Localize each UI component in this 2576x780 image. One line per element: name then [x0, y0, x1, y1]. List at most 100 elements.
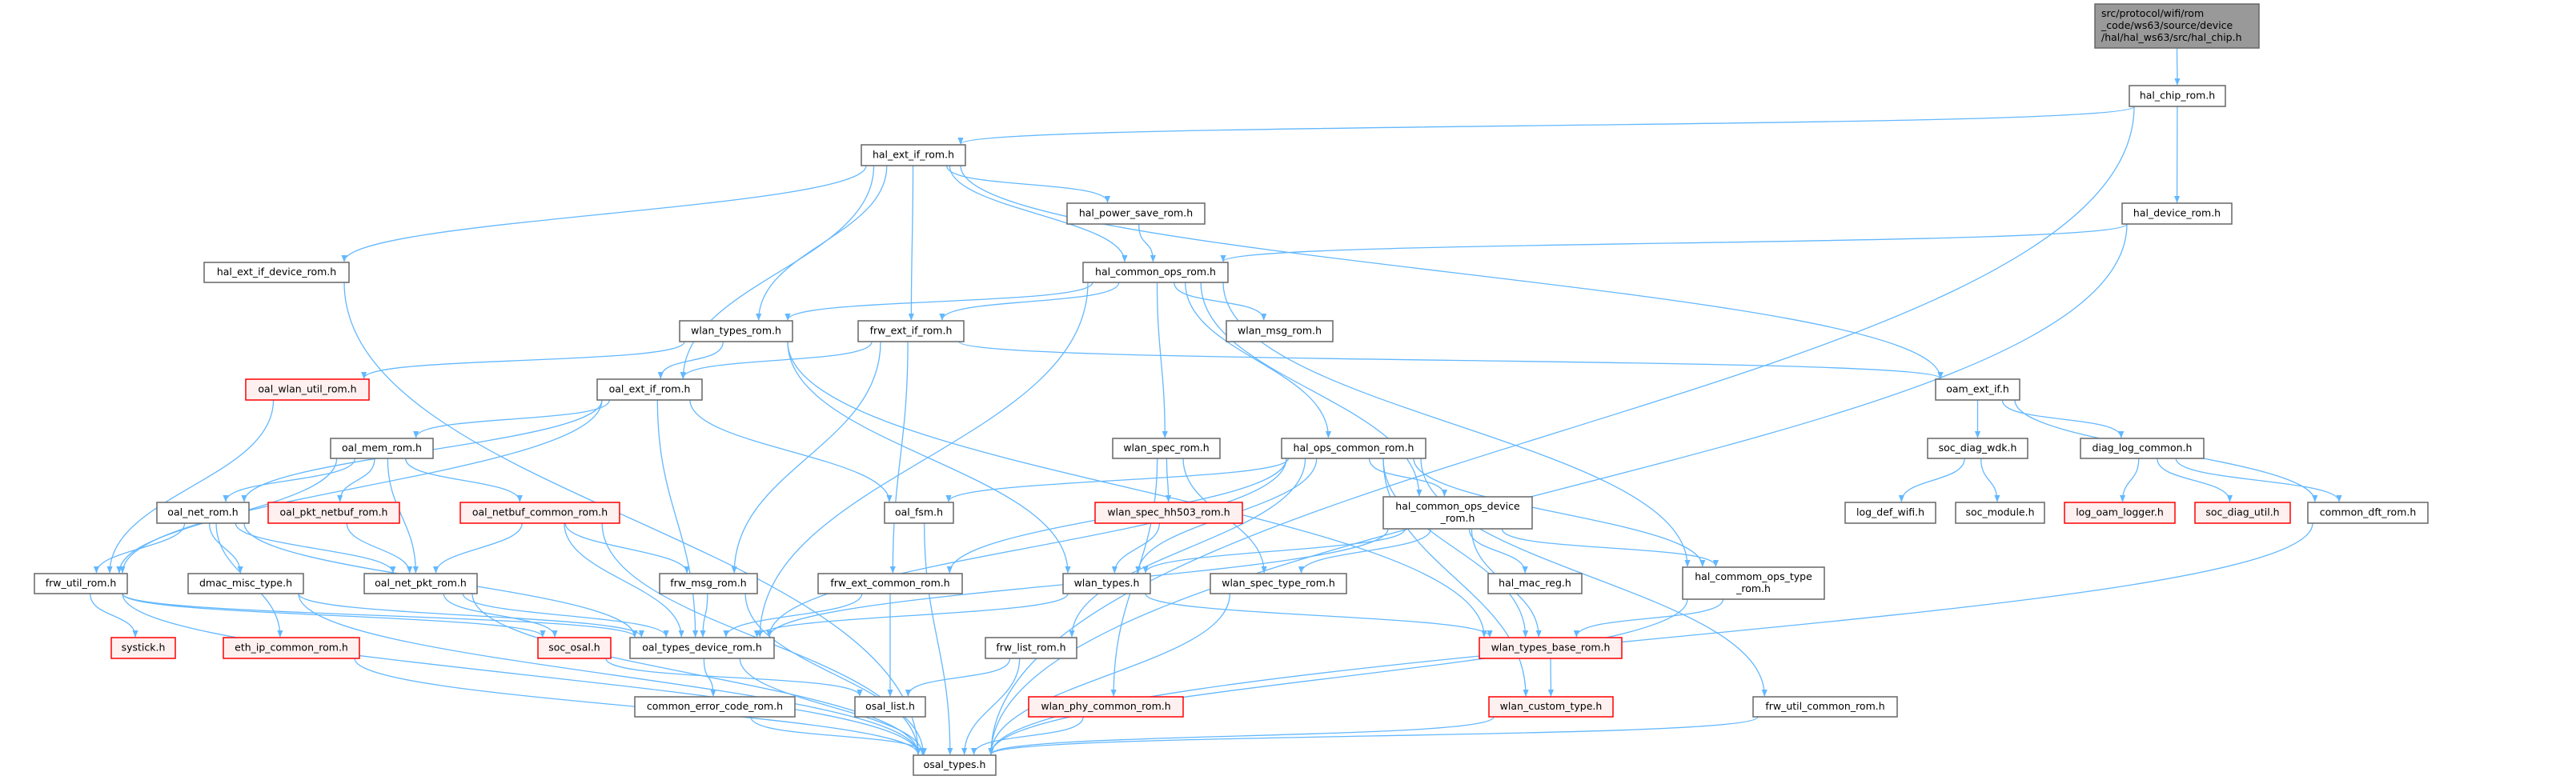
edge-oal_netbuf_common_rom-to-oal_net_pkt_rom — [432, 522, 523, 574]
node-wlan_types[interactable]: wlan_types.h — [1062, 573, 1151, 594]
node-oal_ext_if_rom[interactable]: oal_ext_if_rom.h — [596, 378, 703, 401]
node-label: log_oam_logger.h — [2076, 506, 2164, 518]
node-hal_chip_rom[interactable]: hal_chip_rom.h — [2129, 85, 2226, 107]
node-frw_util_rom[interactable]: frw_util_rom.h — [34, 573, 128, 594]
node-hal_commom_ops_type_rom[interactable]: hal_commom_ops_type_rom.h — [1682, 566, 1825, 600]
edge-hal_common_ops_rom-to-hal_ops_common_rom — [1184, 282, 1332, 438]
edge-hal_common_ops_device_rom-to-wlan_spec_type_rom — [1298, 528, 1432, 574]
node-wlan_msg_rom[interactable]: wlan_msg_rom.h — [1226, 320, 1334, 342]
node-label: common_dft_rom.h — [2320, 506, 2417, 518]
node-oal_wlan_util_rom[interactable]: oal_wlan_util_rom.h — [245, 378, 370, 401]
edge-hal_common_ops_rom-to-oal_types_device_rom — [756, 282, 1089, 638]
edge-dmac_misc_type-to-oal_types_device_rom — [298, 593, 644, 638]
node-box — [1094, 502, 1243, 524]
node-hal_ext_if_device_rom[interactable]: hal_ext_if_device_rom.h — [203, 262, 350, 283]
node-hal_common_ops_rom[interactable]: hal_common_ops_rom.h — [1082, 262, 1229, 283]
node-soc_module[interactable]: soc_module.h — [1955, 502, 2045, 524]
node-root[interactable]: src/protocol/wifi/rom_code/ws63/source/d… — [2094, 3, 2260, 49]
edge-diag_log_common-to-log_oam_logger — [2119, 458, 2140, 502]
node-oal_mem_rom[interactable]: oal_mem_rom.h — [330, 438, 434, 459]
node-wlan_spec_rom[interactable]: wlan_spec_rom.h — [1112, 438, 1221, 459]
node-hal_common_ops_device_rom[interactable]: hal_common_ops_device_rom.h — [1382, 496, 1533, 530]
node-frw_list_rom[interactable]: frw_list_rom.h — [985, 637, 1077, 659]
node-box — [330, 438, 434, 459]
node-label: hal_mac_reg.h — [1499, 577, 1571, 589]
node-wlan_phy_common_rom[interactable]: wlan_phy_common_rom.h — [1028, 696, 1184, 718]
node-wlan_types_base_rom[interactable]: wlan_types_base_rom.h — [1479, 637, 1623, 659]
node-wlan_custom_type[interactable]: wlan_custom_type.h — [1488, 696, 1614, 718]
node-oal_fsm[interactable]: oal_fsm.h — [884, 502, 954, 524]
edge-hal_ops_common_rom-to-hal_common_ops_device_rom — [1368, 458, 1448, 497]
edge-oal_netbuf_common_rom-to-frw_msg_rom — [564, 522, 690, 574]
node-systick[interactable]: systick.h — [110, 637, 176, 659]
node-common_error_code_rom[interactable]: common_error_code_rom.h — [634, 696, 796, 718]
node-label: wlan_spec_rom.h — [1123, 442, 1209, 454]
edge-oal_net_pkt_rom-to-osal_types — [471, 593, 921, 755]
edge-diag_log_common-to-soc_diag_util — [2157, 458, 2233, 502]
node-hal_mac_reg[interactable]: hal_mac_reg.h — [1487, 573, 1583, 594]
edge-hal_ops_common_rom-to-oal_types_device_rom — [766, 458, 1287, 638]
edge-hal_ext_if_rom-to-oam_ext_if — [960, 165, 1944, 379]
node-box — [537, 637, 612, 659]
node-hal_ext_if_rom[interactable]: hal_ext_if_rom.h — [861, 144, 966, 166]
node-wlan_types_rom[interactable]: wlan_types_rom.h — [679, 320, 793, 342]
node-frw_ext_common_rom[interactable]: frw_ext_common_rom.h — [817, 573, 963, 594]
node-diag_log_common[interactable]: diag_log_common.h — [2080, 438, 2205, 459]
node-log_def_wifi[interactable]: log_def_wifi.h — [1844, 502, 1936, 524]
node-box — [2064, 502, 2176, 524]
node-oal_net_pkt_rom[interactable]: oal_net_pkt_rom.h — [363, 573, 478, 594]
node-box — [629, 637, 775, 659]
node-box — [203, 262, 350, 283]
node-osal_list[interactable]: osal_list.h — [854, 696, 926, 718]
node-box — [1935, 378, 2020, 401]
node-wlan_spec_hh503_rom[interactable]: wlan_spec_hh503_rom.h — [1094, 502, 1243, 524]
edge-frw_list_rom-to-osal_types — [961, 658, 1021, 755]
node-osal_types[interactable]: osal_types.h — [913, 754, 997, 776]
edge-hal_common_ops_rom-to-wlan_msg_rom — [1174, 282, 1267, 321]
node-label: oal_pkt_netbuf_rom.h — [280, 506, 388, 518]
node-oal_netbuf_common_rom[interactable]: oal_netbuf_common_rom.h — [459, 502, 620, 524]
node-soc_diag_util[interactable]: soc_diag_util.h — [2194, 502, 2291, 524]
node-eth_ip_common_rom[interactable]: eth_ip_common_rom.h — [223, 637, 360, 659]
node-soc_osal[interactable]: soc_osal.h — [537, 637, 612, 659]
node-hal_power_save_rom[interactable]: hal_power_save_rom.h — [1066, 202, 1206, 225]
node-hal_device_rom[interactable]: hal_device_rom.h — [2121, 202, 2233, 225]
edge-oal_mem_rom-to-oal_netbuf_common_rom — [404, 458, 523, 502]
node-dmac_misc_type[interactable]: dmac_misc_type.h — [187, 573, 304, 594]
node-soc_diag_wdk[interactable]: soc_diag_wdk.h — [1927, 438, 2028, 459]
node-oam_ext_if[interactable]: oam_ext_if.h — [1935, 378, 2020, 401]
node-hal_ops_common_rom[interactable]: hal_ops_common_rom.h — [1281, 438, 1426, 459]
node-oal_types_device_rom[interactable]: oal_types_device_rom.h — [629, 637, 775, 659]
edge-frw_util_common_rom-to-osal_types — [988, 716, 1759, 755]
node-box — [659, 573, 758, 594]
edge-wlan_types_rom-to-wlan_types_base_rom — [787, 341, 1487, 638]
node-wlan_spec_type_rom[interactable]: wlan_spec_type_rom.h — [1210, 573, 1347, 594]
edge-hal_ops_common_rom-to-hal_commom_ops_type_rom — [1413, 458, 1706, 567]
edge-soc_diag_wdk-to-soc_module — [1980, 458, 2000, 502]
edge-wlan_spec_hh503_rom-to-wlan_types — [1111, 522, 1161, 574]
edge-hal_common_ops_rom-to-wlan_types_rom — [784, 282, 1093, 321]
node-oal_pkt_netbuf_rom[interactable]: oal_pkt_netbuf_rom.h — [267, 502, 400, 524]
node-box — [110, 637, 176, 659]
node-label: wlan_msg_rom.h — [1238, 325, 1322, 337]
edge-frw_list_rom-to-osal_list — [905, 658, 1011, 697]
edge-hal_common_ops_rom-to-frw_ext_if_rom — [939, 282, 1120, 321]
node-box — [2194, 502, 2291, 524]
node-frw_msg_rom[interactable]: frw_msg_rom.h — [659, 573, 758, 594]
edge-frw_msg_rom-to-osal_types — [744, 593, 926, 755]
edge-wlan_types_rom-to-oal_ext_if_rom — [657, 341, 724, 379]
node-frw_ext_if_rom[interactable]: frw_ext_if_rom.h — [857, 320, 965, 342]
node-label: hal_chip_rom.h — [2140, 90, 2215, 102]
node-frw_util_common_rom[interactable]: frw_util_common_rom.h — [1752, 696, 1898, 718]
edge-hal_ext_if_rom-to-oal_ext_if_rom — [680, 165, 875, 379]
node-box — [1210, 573, 1347, 594]
node-label: frw_ext_common_rom.h — [830, 577, 949, 589]
edge-hal_common_ops_device_rom-to-wlan_types — [1142, 528, 1406, 574]
node-label: oal_ext_if_rom.h — [609, 383, 691, 395]
node-log_oam_logger[interactable]: log_oam_logger.h — [2064, 502, 2176, 524]
node-label: hal_common_ops_rom.h — [1095, 266, 1216, 278]
node-common_dft_rom[interactable]: common_dft_rom.h — [2307, 502, 2429, 524]
node-oal_net_rom[interactable]: oal_net_rom.h — [156, 502, 250, 524]
node-box — [596, 378, 703, 401]
